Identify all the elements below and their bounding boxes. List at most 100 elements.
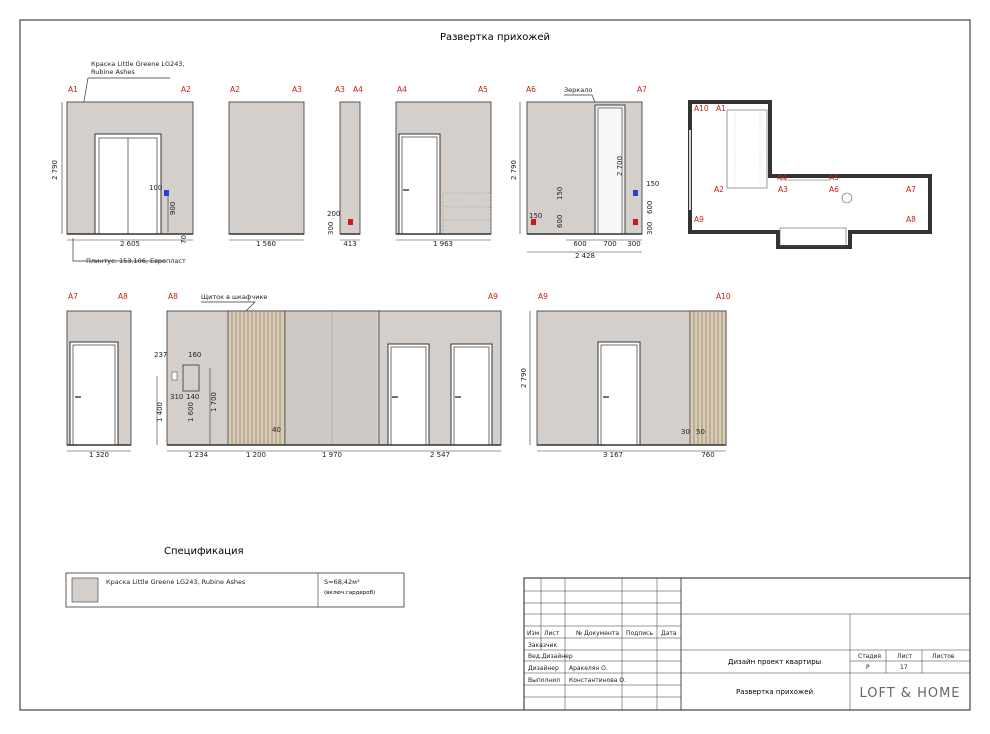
sheet-title: Развертка прихожей bbox=[440, 32, 550, 43]
slat-panel-a10 bbox=[689, 310, 727, 446]
dim-1963: 1 963 bbox=[433, 240, 453, 248]
tb-exec: Вед.Дизайнер bbox=[528, 653, 573, 660]
label-a5: A5 bbox=[478, 85, 488, 94]
tb-sheet-name: Развертка прихожей bbox=[736, 688, 813, 696]
plan-a2: A2 bbox=[714, 185, 724, 194]
dim-700: 700 bbox=[603, 240, 616, 248]
spec-item: Краска Little Greene LG243, Rubine Ashes bbox=[106, 578, 246, 586]
wall-a3-a4 bbox=[339, 101, 361, 235]
dim-height-a9: 2 790 bbox=[520, 368, 528, 388]
tb-project: Дизайн проект квартиры bbox=[728, 658, 821, 666]
dim-300: 300 bbox=[327, 222, 335, 235]
dim-height: 2 790 bbox=[51, 160, 59, 180]
tb-izm: Изм bbox=[527, 630, 539, 637]
dim-1560: 1 560 bbox=[256, 240, 276, 248]
socket-marker bbox=[348, 219, 353, 225]
slat-panel bbox=[227, 310, 286, 446]
dim-600b: 600 bbox=[556, 215, 564, 228]
dim-2428: 2 428 bbox=[575, 252, 595, 260]
tb-done-name: Константинова О. bbox=[569, 677, 626, 684]
tb-date: Дата bbox=[661, 630, 677, 637]
dim-2700: 2 700 bbox=[616, 156, 624, 176]
paint-note: Краска Little Greene LG243, bbox=[91, 60, 185, 68]
dim-1400: 1 400 bbox=[156, 402, 164, 422]
switch-marker bbox=[164, 190, 169, 196]
label-a2b: A2 bbox=[230, 85, 240, 94]
dim-150b: 150 bbox=[556, 187, 564, 200]
plan-a7: A7 bbox=[906, 185, 916, 194]
tb-stage-h: Стадия bbox=[858, 653, 881, 660]
spec-area-note: (включ.гардероб) bbox=[324, 590, 375, 596]
tb-done: Выполнил bbox=[528, 677, 560, 684]
dim-1600: 1 600 bbox=[187, 402, 195, 422]
label-a1: A1 bbox=[68, 85, 78, 94]
plan-a9: A9 bbox=[694, 215, 704, 224]
elevation-a2-a3: A2 A3 1 560 bbox=[228, 85, 305, 248]
dim-300b: 300 bbox=[646, 222, 654, 235]
dim-1320: 1 320 bbox=[89, 451, 109, 459]
tb-designer: Дизайнер bbox=[528, 665, 559, 672]
dim-width: 2 605 bbox=[120, 240, 140, 248]
dim-70: 70 bbox=[180, 235, 188, 244]
title-block: Изм Лист № Документа Подпись Дата Заказч… bbox=[523, 577, 971, 711]
label-a9b: A9 bbox=[538, 292, 548, 301]
label-a6: A6 bbox=[526, 85, 536, 94]
dim-1234: 1 234 bbox=[188, 451, 209, 459]
door-a8-1 bbox=[387, 343, 430, 446]
tb-list-num: 17 bbox=[900, 664, 908, 671]
label-a10: A10 bbox=[716, 292, 731, 301]
dim-900: 900 bbox=[169, 202, 177, 215]
spec-area: S=68,42м² bbox=[324, 578, 360, 586]
spec-title: Спецификация bbox=[164, 546, 244, 557]
elevation-a3-a4: A3 A4 413 200 300 bbox=[327, 85, 363, 248]
dim-40: 40 bbox=[272, 426, 281, 434]
sheet-frame bbox=[19, 19, 971, 711]
socket-a6 bbox=[531, 219, 536, 225]
tb-brand-logo: LOFT & HOME bbox=[859, 686, 960, 701]
elevation-a9-a10: A9 A10 2 790 3 167 760 30 50 bbox=[520, 292, 731, 459]
door-a8-2 bbox=[450, 343, 493, 446]
dim-600c: 600 bbox=[646, 201, 654, 214]
label-a9: A9 bbox=[488, 292, 498, 301]
dim-200: 200 bbox=[327, 210, 340, 218]
dim-150c: 150 bbox=[646, 180, 659, 188]
tb-list: Лист bbox=[544, 630, 560, 637]
plan-a8: A8 bbox=[906, 215, 916, 224]
label-a3: A3 bbox=[292, 85, 302, 94]
label-a4: A4 bbox=[353, 85, 363, 94]
tb-lists-h: Листов bbox=[932, 653, 955, 660]
tb-list-h: Лист bbox=[897, 653, 913, 660]
door-a4 bbox=[398, 133, 441, 235]
wall-a2-a3 bbox=[228, 101, 305, 235]
dim-1200: 1 200 bbox=[246, 451, 266, 459]
plan-a3: A3 bbox=[778, 185, 788, 194]
plan-a5: A5 bbox=[829, 173, 839, 182]
dim-150a: 150 bbox=[529, 212, 542, 220]
dim-300a: 300 bbox=[627, 240, 640, 248]
dim-100: 100 bbox=[149, 184, 162, 192]
dim-413: 413 bbox=[343, 240, 356, 248]
door-a7 bbox=[69, 341, 119, 446]
dim-760: 760 bbox=[701, 451, 714, 459]
panel-box bbox=[182, 364, 200, 392]
dim-height-a6: 2 790 bbox=[510, 160, 518, 180]
elevation-a6-a7: A6 A7 Зеркало 2 790 600 700 300 2 428 15… bbox=[510, 85, 659, 260]
label-a8: A8 bbox=[118, 292, 128, 301]
dim-2547: 2 547 bbox=[430, 451, 450, 459]
socket-a7 bbox=[633, 219, 638, 225]
plan-a4: A4 bbox=[777, 173, 787, 182]
label-a2: A2 bbox=[181, 85, 191, 94]
elevation-a8-a9: A8 A9 Щиток в шкафчике 1 234 bbox=[154, 292, 502, 459]
elevation-a1-a2: A1 A2 Краска Little Greene LG243, Rubine… bbox=[51, 60, 194, 265]
dim-237: 237 bbox=[154, 351, 167, 359]
dim-30: 30 bbox=[681, 428, 690, 436]
dim-310: 310 bbox=[170, 393, 183, 401]
elevation-a4-a5: A4 A5 1 963 bbox=[395, 85, 492, 248]
plan-a10: A10 bbox=[694, 104, 709, 113]
dim-160: 160 bbox=[188, 351, 201, 359]
tb-designer-name: Аракелян О. bbox=[569, 665, 608, 672]
label-a8b: A8 bbox=[168, 292, 178, 301]
paint-swatch bbox=[71, 577, 99, 603]
